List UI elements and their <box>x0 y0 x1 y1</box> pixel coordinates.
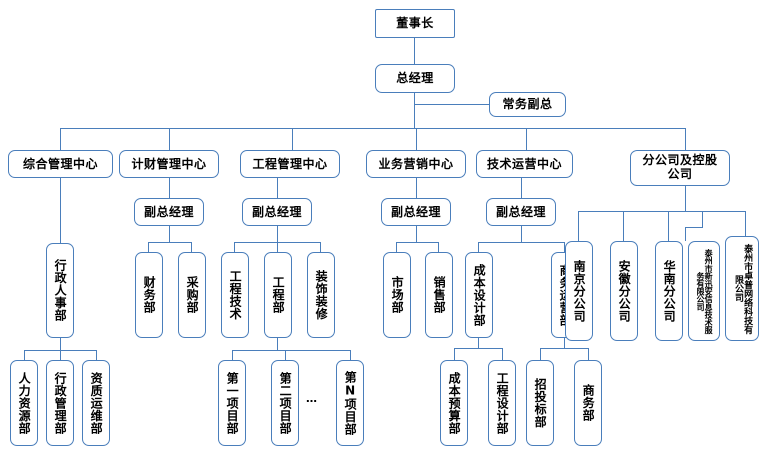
node-dept-sales[interactable]: 销售部 <box>425 252 453 338</box>
connector-hradmin-qualification <box>96 350 97 360</box>
connector-bus-engineering <box>292 128 293 150</box>
connector-project-n <box>350 350 351 360</box>
node-dept-business[interactable]: 商务部 <box>574 360 602 446</box>
connector-costdesign-stem <box>478 338 479 348</box>
connector-engineering-projects-bus <box>232 350 350 351</box>
connector-dgm4-costdesign <box>478 242 479 252</box>
connector-project-1 <box>232 350 233 360</box>
connector-costdesign-budget <box>454 348 455 360</box>
connector-branch-huanan <box>668 211 669 241</box>
connector-dgm1-purchasing <box>191 242 192 252</box>
connector-hradmin-stem <box>60 338 61 350</box>
connector-branch-bus <box>578 211 745 212</box>
connector-dgm3-stem <box>416 226 417 242</box>
connector-branch-zhuopu <box>745 211 746 241</box>
connector-businessops-bus <box>540 348 588 349</box>
connector-engineering-stem <box>277 338 278 350</box>
connector-gm-bus <box>414 93 415 128</box>
node-dept-cost-design[interactable]: 成本设计部 <box>465 252 493 338</box>
node-sub-nanjing[interactable]: 南京分公司 <box>565 241 593 341</box>
connector-branch-stem <box>685 186 686 211</box>
connector-businessops-business <box>588 348 589 360</box>
connector-businessops-bidding <box>540 348 541 360</box>
connector-hradmin-hr <box>24 350 25 360</box>
node-center-finance[interactable]: 计财管理中心 <box>119 150 219 178</box>
node-deputy-gm-3[interactable]: 副总经理 <box>381 198 451 226</box>
connector-admin-hradmin <box>60 178 61 243</box>
node-dept-bidding[interactable]: 招投标部 <box>526 360 554 446</box>
connector-bus-techops <box>526 128 527 150</box>
connector-hradmin-adminmgmt <box>60 350 61 360</box>
node-dept-purchasing[interactable]: 采购部 <box>178 252 206 338</box>
node-sub-huanan[interactable]: 华南分公司 <box>655 241 683 341</box>
connector-dgm2-engtech <box>234 242 235 252</box>
node-dept-engineering[interactable]: 工程部 <box>264 252 292 338</box>
node-deputy-gm-1[interactable]: 副总经理 <box>134 198 204 226</box>
connector-bus-marketing <box>416 128 417 150</box>
node-executive-vp[interactable]: 常务副总 <box>489 92 566 117</box>
connector-dgm4-bus <box>478 242 564 243</box>
connector-branch-xinxun-c <box>685 227 686 241</box>
node-sub-zhuopu[interactable]: 泰州市卓普网络科技有限公司 <box>725 236 759 341</box>
connector-dgm1-stem <box>169 226 170 242</box>
connector-project-2 <box>285 350 286 360</box>
node-project-n[interactable]: 第N项目部 <box>336 360 364 446</box>
node-dept-eng-tech[interactable]: 工程技术 <box>221 252 249 338</box>
connector-costdesign-bus <box>454 348 502 349</box>
node-dept-hr[interactable]: 人力资源部 <box>10 360 38 446</box>
node-dept-decoration[interactable]: 装饰装修 <box>307 252 335 338</box>
connector-dgm4-stem <box>521 226 522 242</box>
node-dept-admin-mgmt[interactable]: 行政管理部 <box>46 360 74 446</box>
connector-dgm2-stem <box>277 226 278 242</box>
connector-dgm3-bus <box>396 242 438 243</box>
connector-dgm1-finance <box>148 242 149 252</box>
connector-chairman-gm <box>414 38 415 64</box>
node-project-2[interactable]: 第二项目部 <box>271 360 299 446</box>
connector-branch-xinxun-a <box>702 211 703 227</box>
connector-marketing-dgm <box>416 178 417 198</box>
node-center-engineering[interactable]: 工程管理中心 <box>240 150 340 178</box>
node-deputy-gm-2[interactable]: 副总经理 <box>242 198 312 226</box>
connector-dgm4-businessops <box>564 242 565 252</box>
node-dept-market[interactable]: 市场部 <box>383 252 411 338</box>
connector-bus-branch <box>685 128 686 150</box>
connector-branch-anhui <box>623 211 624 241</box>
connector-gm-evp <box>414 104 489 105</box>
projects-ellipsis: … <box>306 392 318 405</box>
node-sub-anhui[interactable]: 安徽分公司 <box>610 241 638 341</box>
node-deputy-gm-4[interactable]: 副总经理 <box>486 198 556 226</box>
connector-branch-xinxun-b <box>685 227 703 228</box>
connector-dgm2-decoration <box>320 242 321 252</box>
node-chairman[interactable]: 董事长 <box>375 9 455 38</box>
connector-finance-dgm <box>169 178 170 198</box>
connector-dgm2-engineering <box>277 242 278 252</box>
node-center-admin[interactable]: 综合管理中心 <box>8 150 113 178</box>
connector-bus-finance <box>169 128 170 150</box>
connector-engineering-dgm <box>277 178 278 198</box>
connector-dgm1-bus <box>148 242 191 243</box>
node-center-tech-ops[interactable]: 技术运营中心 <box>476 150 573 178</box>
node-branch-holding[interactable]: 分公司及控股公司 <box>630 150 730 186</box>
connector-businessops-stem <box>564 338 565 348</box>
node-general-manager[interactable]: 总经理 <box>375 64 455 93</box>
node-dept-eng-design[interactable]: 工程设计部 <box>488 360 516 446</box>
connector-dgm3-sales <box>438 242 439 252</box>
node-dept-hr-admin[interactable]: 行政人事部 <box>46 243 74 338</box>
connector-costdesign-design <box>502 348 503 360</box>
node-project-1[interactable]: 第一项目部 <box>218 360 246 446</box>
node-dept-finance[interactable]: 财务部 <box>135 252 163 338</box>
node-dept-cost-budget[interactable]: 成本预算部 <box>440 360 468 446</box>
connector-branch-nanjing <box>578 211 579 241</box>
connector-bus-admin <box>60 128 61 150</box>
node-center-marketing[interactable]: 业务营销中心 <box>366 150 466 178</box>
connector-centers-bus <box>60 128 685 129</box>
node-dept-qualification[interactable]: 资质运维部 <box>82 360 110 446</box>
connector-dgm3-market <box>396 242 397 252</box>
connector-techops-dgm <box>521 178 522 198</box>
node-sub-xinxun[interactable]: 泰州市新迅安信息技术服务有限公司 <box>688 241 720 341</box>
